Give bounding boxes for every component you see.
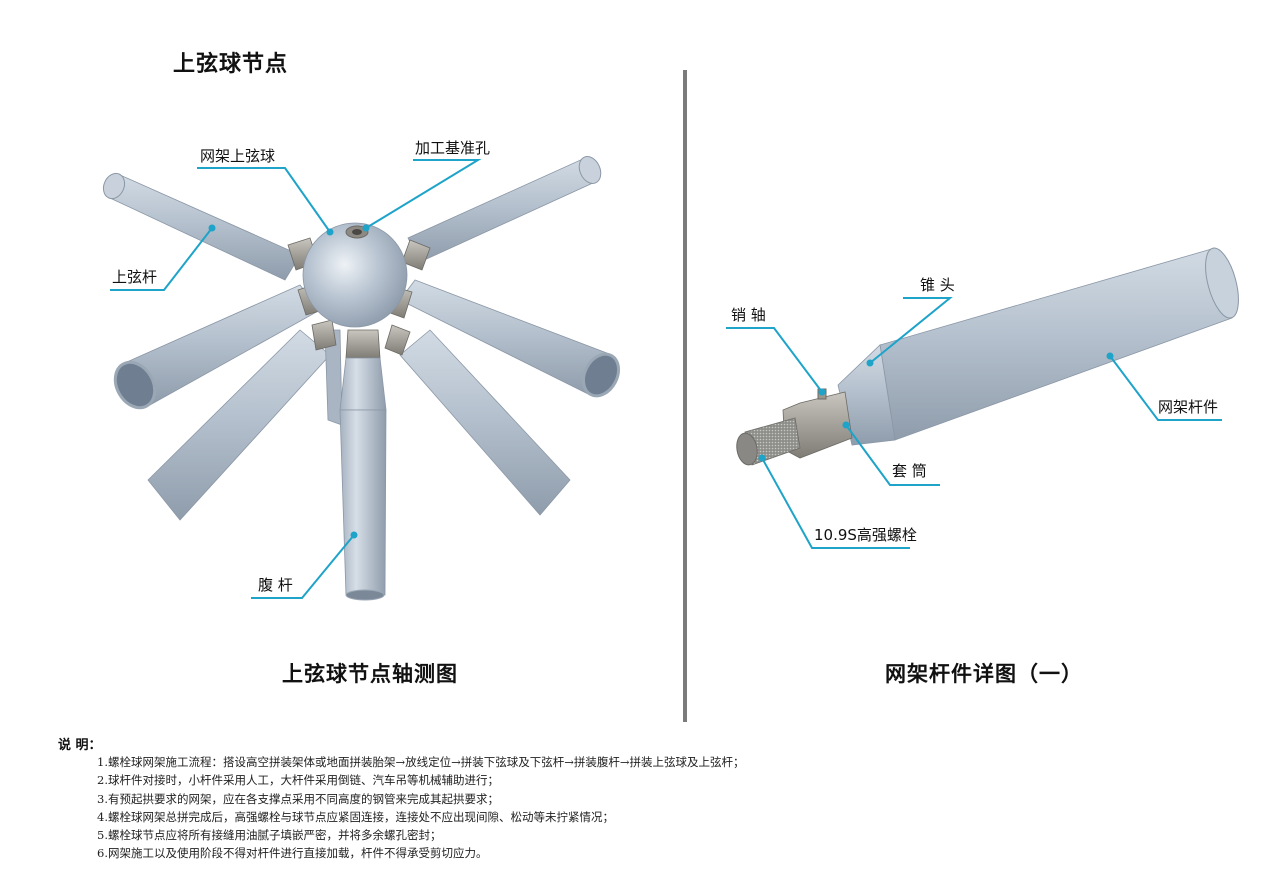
- callout-grid-member: 网架杆件: [1158, 398, 1219, 416]
- note-item: 2.球杆件对接时，小杆件采用人工，大杆件采用倒链、汽车吊等机械辅助进行；: [97, 773, 499, 788]
- rod-upper-left: [102, 172, 301, 281]
- callout-upper-chord-ball: 网架上弦球: [200, 147, 276, 165]
- callout-sleeve: 套 筒: [892, 462, 927, 480]
- rod-lower-right: [399, 329, 571, 516]
- upper-chord-ball: [302, 222, 408, 328]
- web-rod: [339, 357, 387, 601]
- note-item: 3.有预起拱要求的网架，应在各支撑点采用不同高度的钢管来完成其起拱要求；: [97, 791, 499, 806]
- callout-datum-hole: 加工基准孔: [415, 139, 491, 157]
- right-figure-caption: 网架杆件详图（一）: [885, 661, 1083, 686]
- left-figure-caption: 上弦球节点轴测图: [282, 661, 458, 686]
- left-leader-dots: [208, 224, 370, 539]
- callout-pin: 销 轴: [731, 306, 766, 324]
- rod-upper-right: [407, 156, 602, 263]
- note-item: 6.网架施工以及使用阶段不得对杆件进行直接加载，杆件不得承受剪切应力。: [97, 846, 488, 861]
- note-item: 4.螺栓球网架总拼完成后，高强螺栓与球节点应紧固连接，连接处不应出现间隙、松动等…: [97, 809, 614, 824]
- page-title: 上弦球节点: [173, 51, 289, 77]
- note-item: 1.螺栓球网架施工流程：搭设高空拼装架体或地面拼装胎架→放线定位→拼装下弦球及下…: [97, 755, 745, 769]
- note-item: 5.螺栓球节点应将所有接缝用油腻子填嵌严密，并将多余螺孔密封；: [97, 828, 442, 843]
- notes-list: 1.螺栓球网架施工流程：搭设高空拼装架体或地面拼装胎架→放线定位→拼装下弦球及下…: [97, 753, 745, 863]
- left-leader-lines: [110, 159, 482, 599]
- callout-upper-chord-rod: 上弦杆: [112, 268, 158, 286]
- callout-web-rod: 腹 杆: [258, 576, 293, 594]
- figure-divider: [683, 70, 687, 722]
- rod-right-open: [399, 279, 621, 398]
- right-leader-lines: [726, 297, 1222, 549]
- notes-title: 说 明：: [58, 738, 102, 753]
- ball-node-assembly: [102, 156, 621, 601]
- rod-left-open: [113, 284, 321, 410]
- grid-member-assembly: [736, 247, 1239, 466]
- callout-cone-head: 锥 头: [920, 276, 955, 294]
- callout-bolt: 10.9S高强螺栓: [814, 526, 917, 544]
- right-leader-dots: [758, 352, 1114, 462]
